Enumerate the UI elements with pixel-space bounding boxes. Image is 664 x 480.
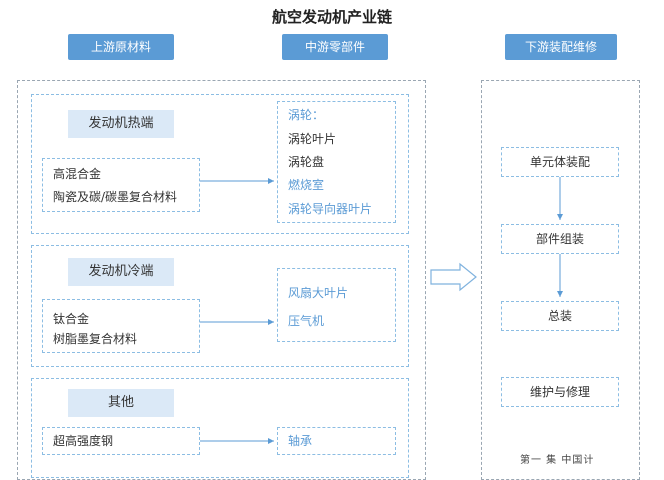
materials-box-hot-end: 高混合金 陶瓷及碳/碳墨复合材料 xyxy=(42,158,200,212)
partial-footer-text: 第一 集 中国计 xyxy=(520,455,595,466)
part-item: 涡轮盘 xyxy=(288,155,325,169)
part-item: 燃烧室 xyxy=(288,178,325,192)
material-item: 钛合金 xyxy=(53,312,90,326)
part-item: 轴承 xyxy=(288,434,313,448)
group-hot-end xyxy=(31,94,409,234)
parts-heading: 涡轮： xyxy=(288,108,325,122)
step-unit-assembly: 单元体装配 xyxy=(501,147,619,177)
flow-arrow-icon xyxy=(430,262,477,292)
part-item: 涡轮叶片 xyxy=(288,132,337,146)
material-item: 超高强度钢 xyxy=(53,434,114,448)
connector-layer xyxy=(200,177,563,444)
header-upstream: 上游原材料 xyxy=(68,34,174,60)
step-final-assembly: 总装 xyxy=(501,301,619,331)
material-item: 树脂墨复合材料 xyxy=(53,332,138,346)
header-downstream: 下游装配维修 xyxy=(505,34,617,60)
category-cold-end: 发动机冷端 xyxy=(68,258,174,286)
parts-box-cold-end: 风扇大叶片 压气机 xyxy=(277,268,396,342)
page-title: 航空发动机产业链 xyxy=(271,8,392,26)
material-item: 高混合金 xyxy=(53,167,102,181)
part-item: 风扇大叶片 xyxy=(288,286,349,300)
part-item: 涡轮导向器叶片 xyxy=(288,202,373,216)
category-other: 其他 xyxy=(68,389,174,417)
category-hot-end: 发动机热端 xyxy=(68,110,174,138)
materials-box-cold-end: 钛合金 树脂墨复合材料 xyxy=(42,299,200,353)
group-cold-end xyxy=(31,245,409,367)
header-midstream: 中游零部件 xyxy=(282,34,388,60)
material-item: 陶瓷及碳/碳墨复合材料 xyxy=(53,190,178,204)
parts-box-other: 轴承 xyxy=(277,427,396,455)
step-maintenance: 维护与修理 xyxy=(501,377,619,407)
part-item: 压气机 xyxy=(288,314,325,328)
step-component-assembly: 部件组装 xyxy=(501,224,619,254)
materials-box-other: 超高强度钢 xyxy=(42,427,200,455)
parts-box-hot-end: 涡轮： 涡轮叶片 涡轮盘 燃烧室 涡轮导向器叶片 xyxy=(277,101,396,223)
